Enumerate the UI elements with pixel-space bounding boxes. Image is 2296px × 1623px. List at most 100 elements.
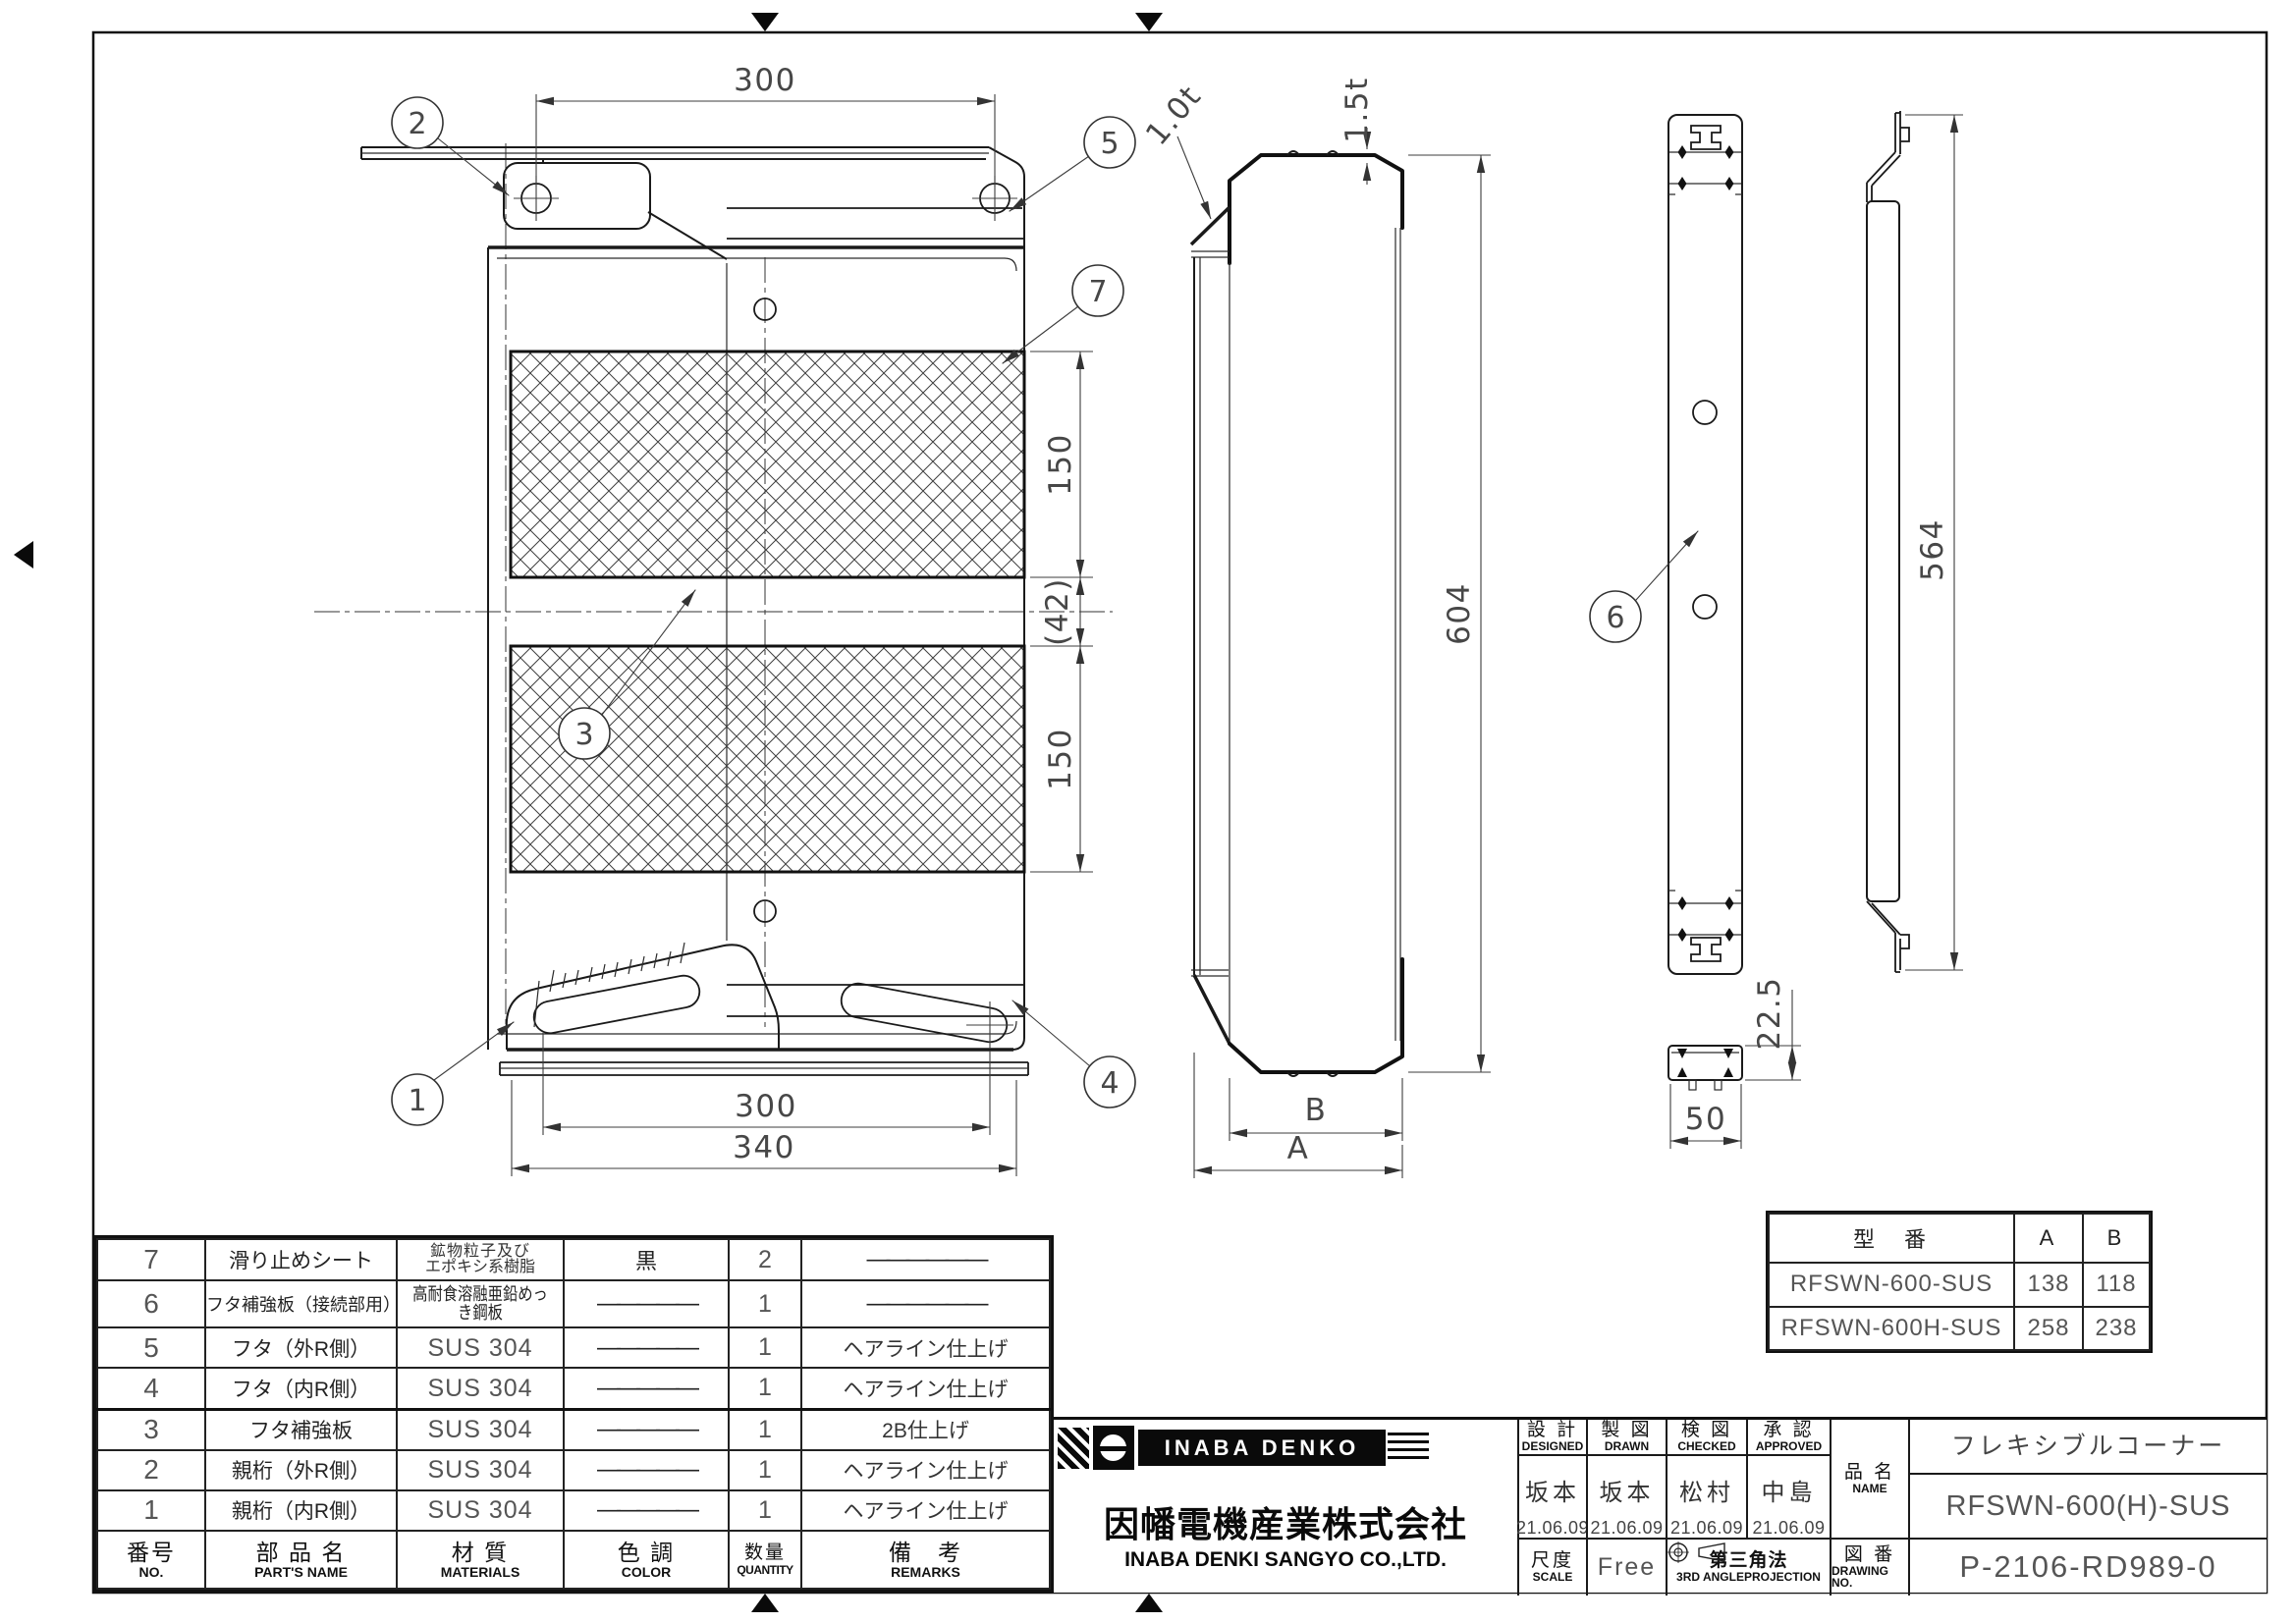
registration-mark — [14, 541, 33, 568]
part-no: 4 — [96, 1367, 206, 1411]
model-a: 258 — [2013, 1305, 2084, 1351]
part-qty: 1 — [728, 1279, 802, 1329]
part-name: フタ（外R側） — [204, 1326, 398, 1370]
table-row: 2 親桁（外R側） SUS 304 ————— 1 ヘアライン仕上げ — [96, 1448, 1051, 1491]
foot-scale — [505, 942, 780, 1050]
third-angle-projection-icon — [1667, 1542, 1725, 1563]
dim-50: 50 — [1685, 1102, 1726, 1137]
model-name: RFSWN-600H-SUS — [1768, 1305, 2015, 1351]
balloon-3: 3 — [558, 707, 611, 760]
part-name: 滑り止めシート — [204, 1237, 398, 1282]
part-no: 7 — [96, 1237, 206, 1282]
reinforcement-plate-view — [1667, 114, 1743, 975]
anti-slip-sheet-top — [509, 350, 1026, 579]
part-no: 3 — [96, 1407, 206, 1451]
table-row: RFSWN-600-SUS 138 118 — [1768, 1262, 2151, 1308]
col-header-b: B — [2082, 1213, 2151, 1264]
scale-value: Free — [1586, 1538, 1666, 1596]
balloon-4: 4 — [1083, 1055, 1136, 1109]
part-color: ————— — [563, 1488, 730, 1533]
logo-stripes — [1058, 1428, 1089, 1469]
svg-text:7: 7 — [1088, 275, 1107, 309]
part-remarks: —————— — [800, 1237, 1051, 1282]
brand-text: INABA DENKO — [1164, 1434, 1360, 1460]
approval-designed: 坂本 21.06.09 — [1516, 1454, 1589, 1538]
part-remarks: ヘアライン仕上げ — [800, 1448, 1051, 1491]
table-row: 3 フタ補強板 SUS 304 ————— 1 2B仕上げ — [96, 1407, 1051, 1451]
part-qty: 1 — [728, 1448, 802, 1491]
table-row: 6 フタ補強板（接続部用） 高耐食溶融亜鉛めっき鋼板 ————— 1 —————… — [96, 1279, 1051, 1329]
dim-564: 564 — [1915, 518, 1950, 581]
model-name: RFSWN-600-SUS — [1768, 1262, 2015, 1308]
dim-top-300: 300 — [734, 63, 796, 98]
registration-mark — [751, 1594, 779, 1612]
svg-text:1: 1 — [408, 1084, 426, 1118]
part-remarks: ヘアライン仕上げ — [800, 1367, 1051, 1411]
brand-band-tail — [1388, 1433, 1429, 1463]
sheet-frame — [14, 13, 2269, 1612]
part-color: ————— — [563, 1279, 730, 1329]
svg-text:4: 4 — [1100, 1066, 1119, 1101]
part-no: 5 — [96, 1326, 206, 1370]
dim-604: 604 — [1442, 582, 1477, 645]
svg-text:3: 3 — [574, 718, 593, 752]
balloon-2: 2 — [391, 96, 444, 149]
company-name-en: INABA DENKI SANGYO CO.,LTD. — [1124, 1548, 1447, 1571]
registration-mark — [1135, 13, 1163, 31]
weld-marks — [1677, 1049, 1733, 1077]
part-material: SUS 304 — [396, 1407, 565, 1451]
part-material: SUS 304 — [396, 1488, 565, 1533]
part-name: フタ（内R側） — [204, 1367, 398, 1411]
part-qty: 1 — [728, 1407, 802, 1451]
company-logo — [1093, 1426, 1134, 1470]
dim-1-0t: 1.0t — [1139, 79, 1209, 152]
model-b: 238 — [2082, 1305, 2151, 1351]
side-view — [1189, 150, 1404, 1077]
product-name: フレキシブルコーナー — [1908, 1420, 2267, 1473]
approval-drawn: 坂本 21.06.09 — [1586, 1454, 1666, 1538]
parts-table: 7 滑り止めシート 鉱物粒子及びエポキシ系樹脂 黒 2 —————— 6 フタ補… — [93, 1235, 1054, 1593]
part-remarks: —————— — [800, 1279, 1051, 1329]
part-name: 親桁（外R側） — [204, 1448, 398, 1491]
part-no: 6 — [96, 1279, 206, 1329]
dim-42: (42) — [1040, 577, 1075, 646]
brand-band: INABA DENKO — [1138, 1430, 1386, 1466]
table-row: RFSWN-600H-SUS 258 238 — [1768, 1305, 2151, 1351]
svg-text:5: 5 — [1100, 127, 1119, 161]
company-zone: INABA DENKO 因幡電機産業株式会社 INABA DENKI SANGY… — [1054, 1420, 1517, 1596]
part-material: SUS 304 — [396, 1367, 565, 1411]
hole-lower — [753, 899, 777, 923]
plate-hole-lower — [1692, 594, 1718, 620]
part-material: SUS 304 — [396, 1326, 565, 1370]
projection-cell: 第三角法 3RD ANGLEPROJECTION — [1666, 1538, 1830, 1596]
part-name: フタ補強板（接続部用） — [204, 1279, 398, 1329]
dim-bottom-340: 340 — [733, 1130, 795, 1165]
registration-mark — [1135, 1594, 1163, 1612]
reinforcement-plate-bottom-view — [1667, 1045, 1743, 1091]
balloon-1: 1 — [391, 1073, 444, 1126]
product-model: RFSWN-600(H)-SUS — [1908, 1473, 2267, 1538]
company-name-jp: 因幡電機産業株式会社 — [1103, 1504, 1467, 1544]
balloon-5: 5 — [1083, 116, 1136, 169]
table-header-row: 型 番 A B — [1768, 1213, 2151, 1264]
table-row: 7 滑り止めシート 鉱物粒子及びエポキシ系樹脂 黒 2 —————— — [96, 1237, 1051, 1282]
i-cutout-bottom — [1690, 937, 1722, 962]
i-cutout-top — [1690, 125, 1722, 150]
drawing-number: P-2106-RD989-0 — [1908, 1538, 2267, 1596]
reinforcement-plate-side-view — [1866, 111, 1910, 973]
dim-A: A — [1287, 1131, 1310, 1166]
part-qty: 2 — [728, 1237, 802, 1282]
dim-22-5: 22.5 — [1752, 976, 1787, 1050]
bracket — [503, 159, 728, 260]
balloons: 2 5 7 3 1 4 6 — [391, 96, 1699, 1126]
part-name: 親桁（内R側） — [204, 1488, 398, 1533]
